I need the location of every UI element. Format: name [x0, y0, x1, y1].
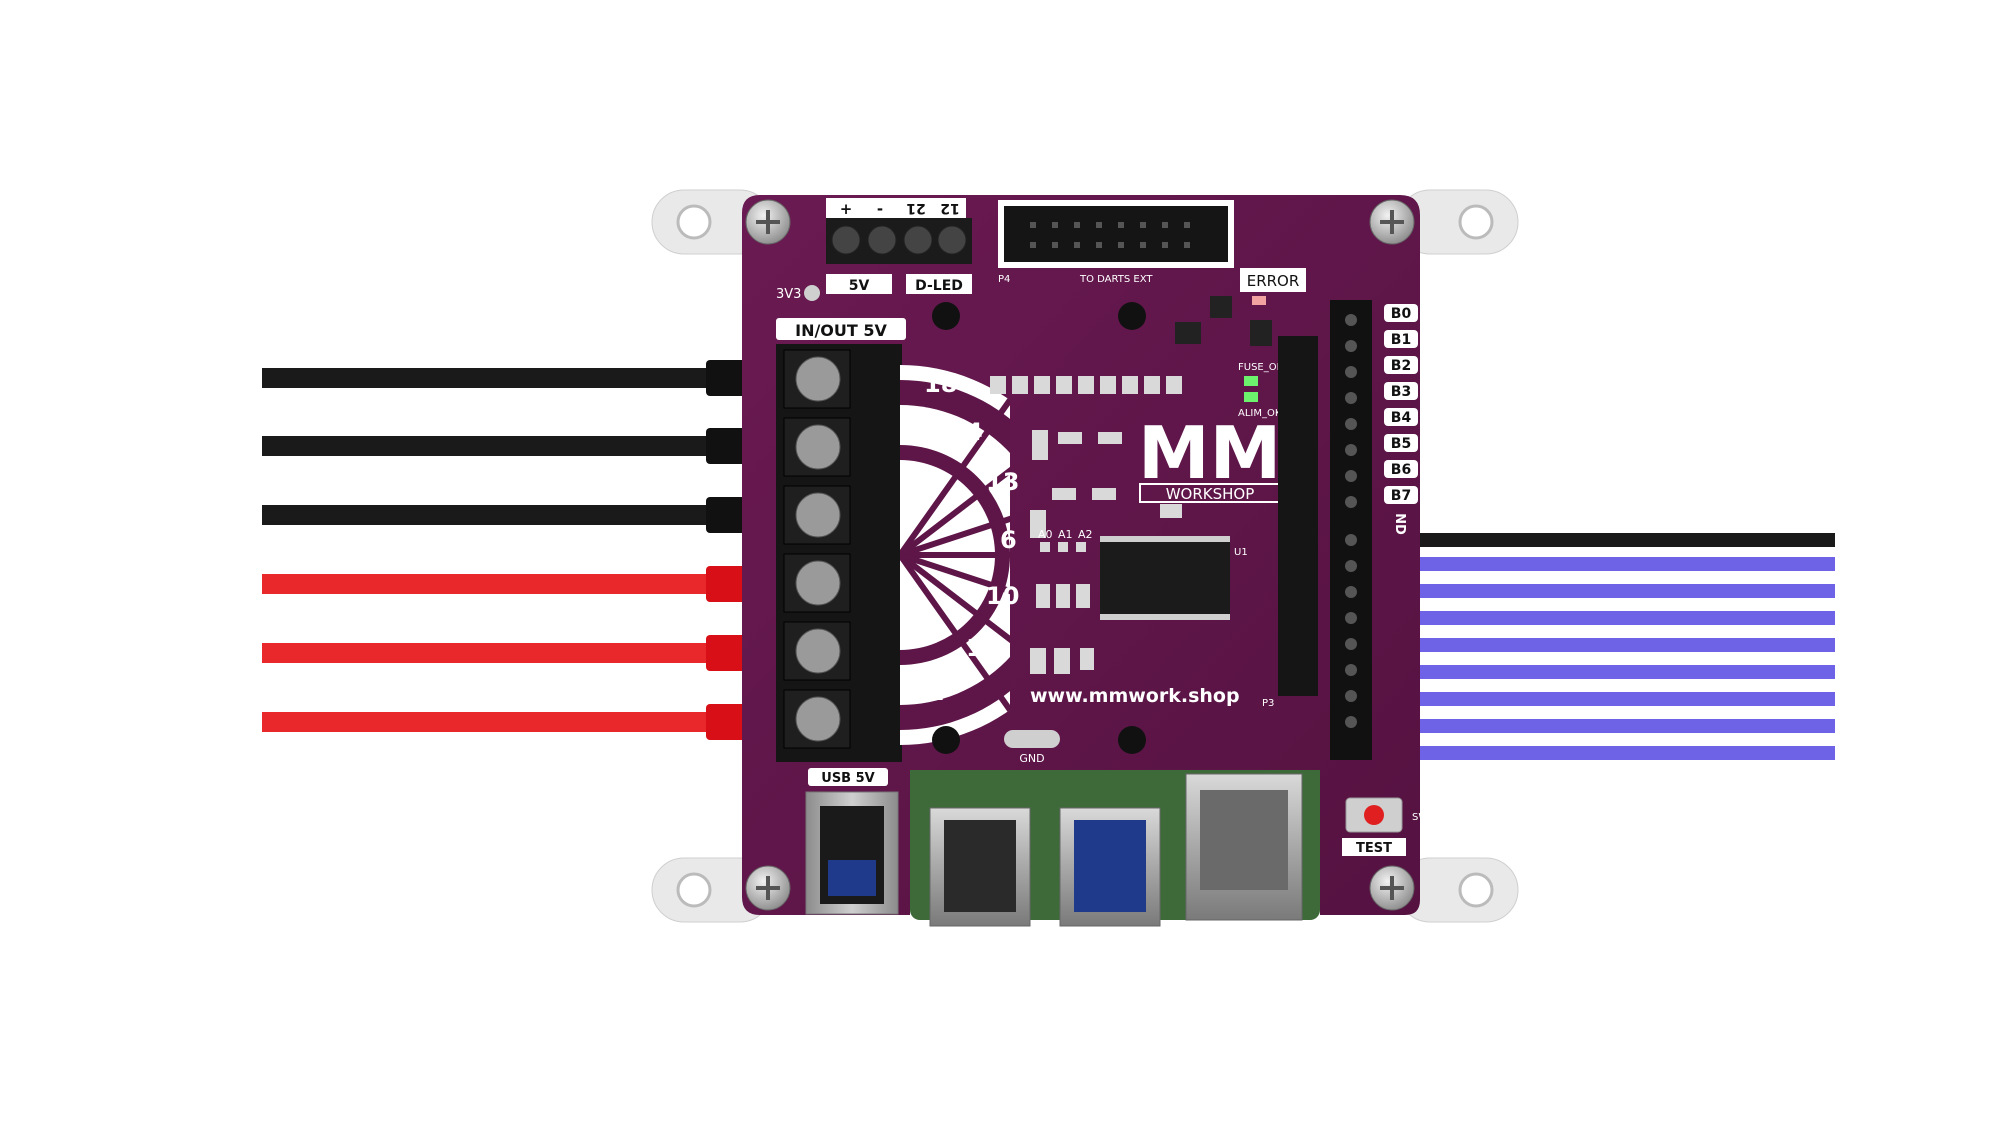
label-b7: B7 — [1391, 488, 1411, 504]
top-sign-3: 21 — [906, 200, 925, 216]
smd-components — [1030, 430, 1182, 674]
label-b1: B1 — [1391, 332, 1411, 348]
label-u1: U1 — [1234, 547, 1248, 558]
wire-gnd — [1390, 533, 1835, 547]
logo-letters: MM — [1138, 411, 1281, 495]
label-p3: P3 — [1262, 698, 1274, 709]
ic-q3 — [1175, 322, 1201, 344]
label-test: TEST — [1356, 841, 1392, 856]
test-button: SW1 TEST — [1342, 797, 1435, 856]
wire-purple-set — [1385, 557, 1835, 760]
wire-black-1 — [262, 368, 712, 388]
logo-sub: WORKSHOP — [1166, 485, 1255, 503]
right-wires — [1385, 533, 1835, 760]
label-b0: B0 — [1391, 306, 1412, 322]
dart-number-10: 10 — [986, 582, 1019, 610]
gnd-pad — [1004, 730, 1060, 748]
label-a1: A1 — [1058, 528, 1073, 541]
wire-red-1 — [262, 574, 712, 594]
lower-ports — [929, 773, 1303, 927]
dart-number-6: 6 — [1000, 526, 1017, 554]
wire-red-2 — [262, 643, 712, 663]
mm-logo: MM WORKSHOP — [1138, 411, 1281, 503]
header-p3: P3 — [1262, 336, 1318, 709]
wire-red-3 — [262, 712, 712, 732]
b-labels: B0 B1 B2 B3 B4 B5 B6 B7 ND — [1384, 304, 1418, 535]
label-dled: D-LED — [915, 278, 963, 294]
error-box — [1240, 268, 1306, 292]
label-a2: A2 — [1078, 528, 1093, 541]
label-3v3: 3V3 — [776, 287, 801, 302]
top-sign-2: - — [877, 200, 883, 218]
label-b5: B5 — [1391, 436, 1411, 452]
label-b3: B3 — [1391, 384, 1411, 400]
wire-black-2 — [262, 436, 712, 456]
label-usb-5v: USB 5V — [821, 771, 874, 786]
label-5v: 5V — [849, 278, 870, 294]
resistor-row — [990, 376, 1182, 394]
top-header: P4 TO DARTS EXT — [998, 200, 1234, 285]
usb-5v-port: USB 5V — [805, 768, 899, 915]
label-inout: IN/OUT 5V — [795, 321, 887, 340]
wire-black-3 — [262, 505, 712, 525]
label-p4: P4 — [998, 274, 1010, 285]
corner-screws — [745, 199, 1415, 911]
dart-number-13: 13 — [986, 468, 1019, 496]
label-a0: A0 — [1038, 528, 1053, 541]
label-sw1: SW1 — [1412, 812, 1435, 823]
dart-number-4: 4 — [966, 418, 983, 446]
dart-number-18: 18 — [924, 370, 957, 398]
board-url: www.mmwork.shop — [1030, 685, 1240, 707]
dart-number-2: 2 — [928, 678, 945, 706]
label-gnd-side: ND — [1392, 513, 1407, 535]
inout-terminal-block: IN/OUT 5V — [776, 318, 906, 762]
left-wires — [262, 360, 780, 740]
right-terminal-strip — [1330, 300, 1372, 760]
ic-ic1 — [1210, 296, 1232, 318]
label-b6: B6 — [1391, 462, 1411, 478]
dartboard-graphic: 18 4 13 6 10 15 2 — [900, 365, 1019, 745]
top-sign-1: + — [840, 200, 853, 218]
standoff-holes — [932, 302, 1146, 754]
main-ic-u1: U1 — [1100, 536, 1248, 620]
label-b2: B2 — [1391, 358, 1411, 374]
label-alim-ok: ALIM_OK — [1238, 408, 1282, 419]
top-terminal-block: + - 21 12 5V D-LED — [826, 198, 972, 294]
label-gnd: GND — [1019, 752, 1044, 765]
label-error: ERROR — [1247, 272, 1300, 290]
top-sign-4: 12 — [940, 200, 959, 216]
label-darts-ext: TO DARTS EXT — [1079, 274, 1153, 285]
dart-number-15: 15 — [966, 634, 999, 662]
label-b4: B4 — [1391, 410, 1412, 426]
label-fuse-ok: FUSE_OK — [1238, 362, 1284, 373]
ic-c3 — [1250, 320, 1272, 346]
